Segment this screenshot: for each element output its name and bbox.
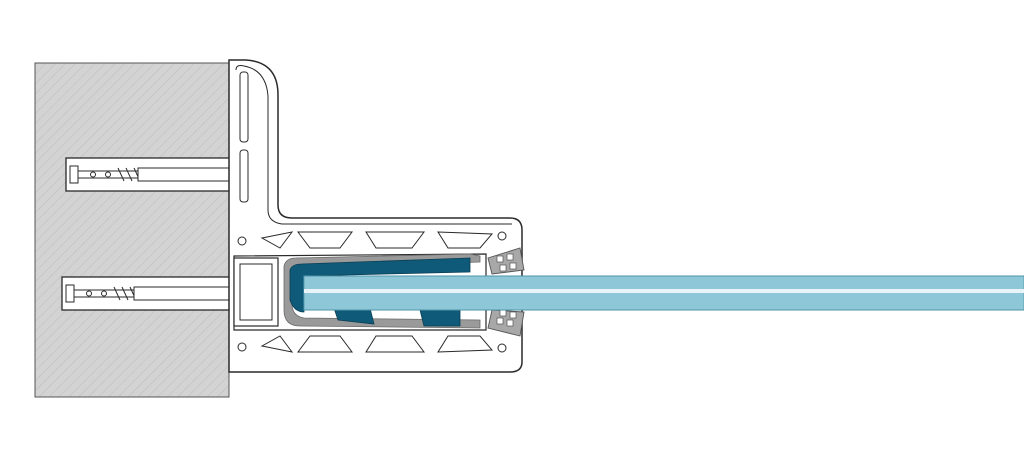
edge-gasket-top xyxy=(487,247,525,275)
edge-gasket-bottom xyxy=(487,309,525,337)
concrete-slab xyxy=(34,62,230,398)
anchor-bolt-lower xyxy=(61,276,255,311)
glass-clamping-wedge xyxy=(289,257,471,327)
laminated-glass-panel xyxy=(303,275,1024,311)
anchor-bolt-upper xyxy=(65,157,255,192)
